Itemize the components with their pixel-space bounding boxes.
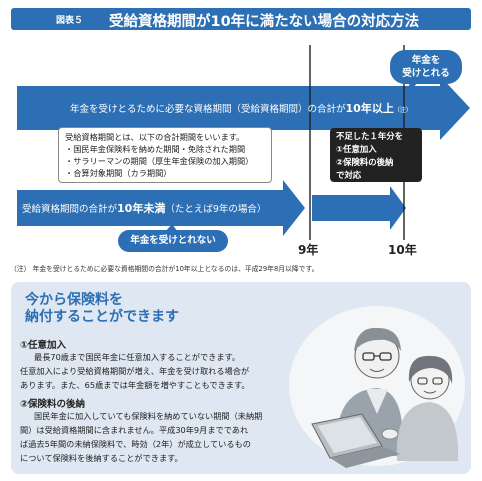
shortage-line: ②保険料の後納 (336, 157, 394, 167)
panel-title-line: 今から保険料を (25, 292, 123, 308)
arrow-under-ten-years (17, 180, 305, 236)
cannot-receive-pension-bubble: 年金を受けとれない (118, 230, 228, 252)
panel-title-line: 納付することができます (25, 309, 179, 325)
section-voluntary-enrollment-body-cont: 任意加入により受給資格期間が増え、年金を受け取れる場合が あります。また、65歳… (20, 364, 250, 392)
year-9-label: 9年 (298, 243, 319, 257)
footnote: （注） 年金を受けとるために必要な資格期間の合計が10年以上となるのは、平成29… (10, 265, 319, 273)
shortage-remedy-box: 不足した１年分を ①任意加入 ②保険料の後納 で対応 (330, 128, 422, 182)
arrow-bottom-suffix: （たとえば9年の場合） (165, 203, 266, 215)
section-voluntary-enrollment-body: 最長70歳まで国民年金に任意加入することができます。 (34, 350, 240, 364)
arrow-supplement (312, 186, 406, 230)
qualifying-period-definition-box: 受給資格期間とは、以下の合計期間をいいます。 ・国民年金保険料を納めた期間・免除… (58, 127, 272, 183)
timeline-diagram: 年金を受けとるために必要な資格期間（受給資格期間）の合計が10年以上（注） 受給… (17, 45, 470, 240)
woman-figure (396, 355, 459, 461)
arrow-bottom-label: 受給資格期間の合計が10年未満（たとえば9年の場合） (22, 201, 266, 215)
body-line: 任意加入により受給資格期間が増え、年金を受け取れる場合が (20, 366, 250, 376)
can-receive-pension-bubble: 年金を 受けとれる (390, 50, 462, 84)
shortage-line: で対応 (336, 170, 362, 180)
definition-item: ・合算対象期間（カラ期間） (65, 168, 172, 178)
figure-header: 図表５ 受給資格期間が10年に満たない場合の対応方法 (11, 8, 471, 30)
section-voluntary-enrollment-heading: ①任意加入 (20, 340, 67, 351)
definition-intro: 受給資格期間とは、以下の合計期間をいいます。 (65, 132, 245, 142)
arrow-top-highlight: 10年以上 (346, 101, 394, 115)
arrow-bottom-highlight: 10年未満 (117, 201, 165, 215)
body-line: について保険料を後納することができます。 (20, 453, 183, 463)
body-line: あります。また、65歳までは年金額を増やすこともできます。 (20, 380, 250, 390)
figure-title: 受給資格期間が10年に満たない場合の対応方法 (109, 14, 420, 30)
arrow-top-label: 年金を受けとるために必要な資格期間（受給資格期間）の合計が10年以上（注） (70, 101, 412, 115)
bubble-yes-line: 年金を (411, 55, 441, 66)
shortage-line: 不足した１年分を (336, 131, 403, 141)
year-10-label: 10年 (388, 243, 417, 257)
body-line: 間）は受給資格期間に含まれません。平成30年9月までであれ (20, 425, 249, 435)
couple-with-laptop-illustration (289, 306, 465, 468)
bubble-yes-pointer (406, 82, 418, 96)
arrow-top-text: 年金を受けとるために必要な資格期間（受給資格期間）の合計が (70, 103, 346, 115)
definition-item: ・国民年金保険料を納めた期間・免除された期間 (65, 144, 246, 154)
definition-item: ・サラリーマンの期間（厚生年金保険の加入期間） (65, 156, 254, 166)
arrow-bottom-text: 受給資格期間の合計が (22, 203, 118, 215)
arrow-ten-years-or-more (17, 76, 470, 140)
body-line: ば過去5年間の未納保険料で、時効（2年）が成立しているもの (20, 439, 251, 449)
section-late-payment-body-cont: 間）は受給資格期間に含まれません。平成30年9月までであれ ば過去5年間の未納保… (20, 423, 251, 465)
panel-title: 今から保険料を 納付することができます (25, 292, 179, 326)
figure-label: 図表５ (56, 16, 84, 26)
laptop (311, 413, 400, 468)
body-line: 最長70歳まで国民年金に任意加入することができます。 (34, 352, 241, 362)
section-late-payment-body: 国民年金に加入していても保険料を納めていない期間（未納期 (34, 409, 262, 423)
shortage-line: ①任意加入 (336, 144, 377, 154)
section-late-payment-heading: ②保険料の後納 (20, 399, 86, 410)
arrow-top-note: （注） (394, 106, 412, 114)
body-line: 国民年金に加入していても保険料を納めていない期間（未納期 (34, 411, 263, 421)
bubble-yes-line: 受けとれる (402, 68, 450, 79)
